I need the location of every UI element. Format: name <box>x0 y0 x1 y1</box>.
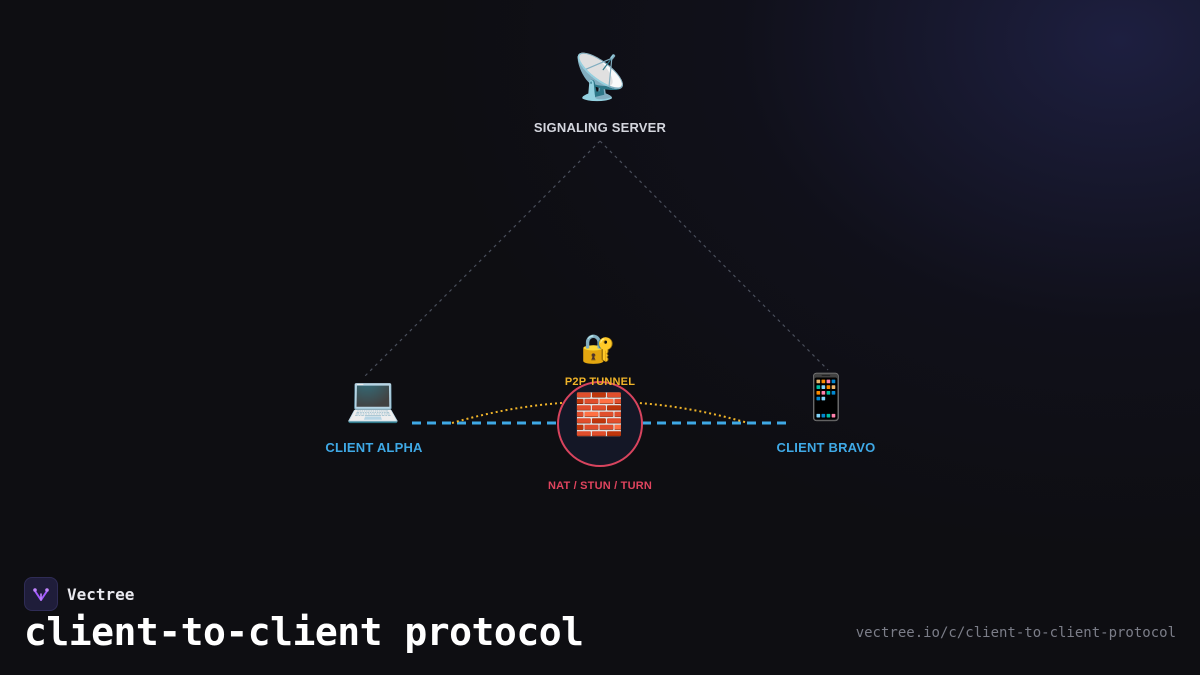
smartphone-icon: 📱 <box>798 372 854 423</box>
page-url[interactable]: vectree.io/c/client-to-client-protocol <box>855 625 1176 641</box>
client-bravo-label: CLIENT BRAVO <box>776 440 876 455</box>
lock-key-icon: 🔐 <box>580 332 616 365</box>
vectree-logo-icon <box>24 577 58 611</box>
page-title: client-to-client protocol <box>24 610 584 654</box>
signaling-line-alpha <box>363 140 601 378</box>
signaling-line-bravo <box>599 140 829 371</box>
satellite-dish-icon: 📡 <box>572 52 628 103</box>
tunnel-label: P2P TUNNEL <box>564 376 636 388</box>
brand[interactable]: Vectree <box>24 577 134 611</box>
brick-wall-icon: 🧱 <box>574 392 624 438</box>
nat-label: NAT / STUN / TURN <box>547 480 653 492</box>
client-alpha-label: CLIENT ALPHA <box>325 440 423 455</box>
laptop-icon: 💻 <box>345 374 401 425</box>
nat-circle <box>557 381 643 467</box>
server-label: SIGNALING SERVER <box>533 120 667 135</box>
brand-name: Vectree <box>67 584 135 604</box>
